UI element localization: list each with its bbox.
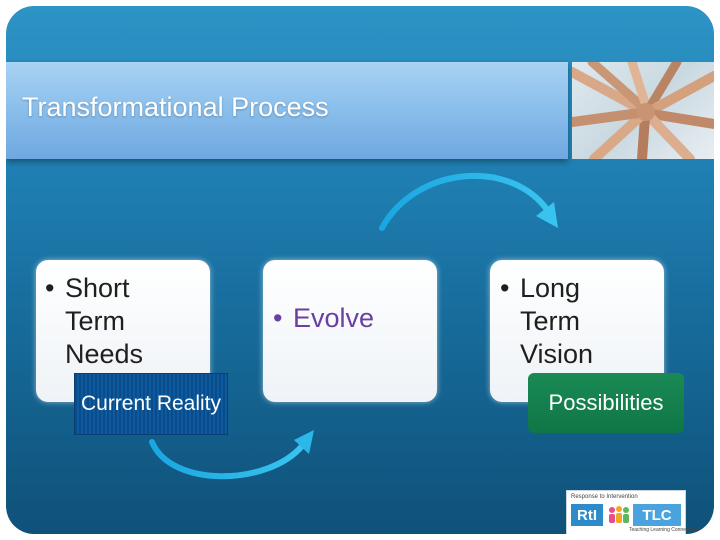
rti-tlc-logo: Response to Intervention RtI TLC Teachin… bbox=[566, 490, 699, 534]
logo-tagline: Response to Intervention bbox=[571, 494, 638, 500]
curved-arrow-icon bbox=[149, 430, 314, 480]
possibilities-label: Possibilities bbox=[528, 373, 684, 433]
list-item: Needs bbox=[65, 339, 144, 369]
logo-tlc: TLC bbox=[633, 504, 681, 526]
title-bar: Transformational Process bbox=[6, 62, 568, 159]
team-hands-photo bbox=[572, 62, 714, 159]
slide-background: Transformational Process bbox=[6, 6, 714, 534]
slide-title: Transformational Process bbox=[22, 92, 329, 122]
bullet-list: •Short Term Needs bbox=[45, 272, 143, 371]
list-item: •Long bbox=[500, 273, 581, 303]
logo-rti: RtI bbox=[571, 504, 603, 526]
evolve-card: •Evolve bbox=[263, 260, 437, 402]
people-icon bbox=[609, 506, 629, 523]
list-item: Term bbox=[65, 306, 125, 336]
list-item: •Short bbox=[45, 273, 130, 303]
bullet-list: •Evolve bbox=[273, 302, 374, 335]
bullet-dot: • bbox=[500, 273, 510, 303]
curved-arrow-icon bbox=[379, 172, 558, 231]
list-item: •Evolve bbox=[273, 303, 375, 333]
bullet-list: •Long Term Vision bbox=[500, 272, 593, 371]
current-reality-label: Current Reality bbox=[74, 373, 228, 435]
list-item: Term bbox=[520, 306, 580, 336]
list-item: Vision bbox=[520, 339, 594, 369]
logo-subtitle: Teaching Learning Connections bbox=[629, 527, 700, 533]
bullet-dot: • bbox=[273, 303, 283, 333]
process-arrows bbox=[149, 172, 558, 480]
bullet-dot: • bbox=[45, 273, 55, 303]
